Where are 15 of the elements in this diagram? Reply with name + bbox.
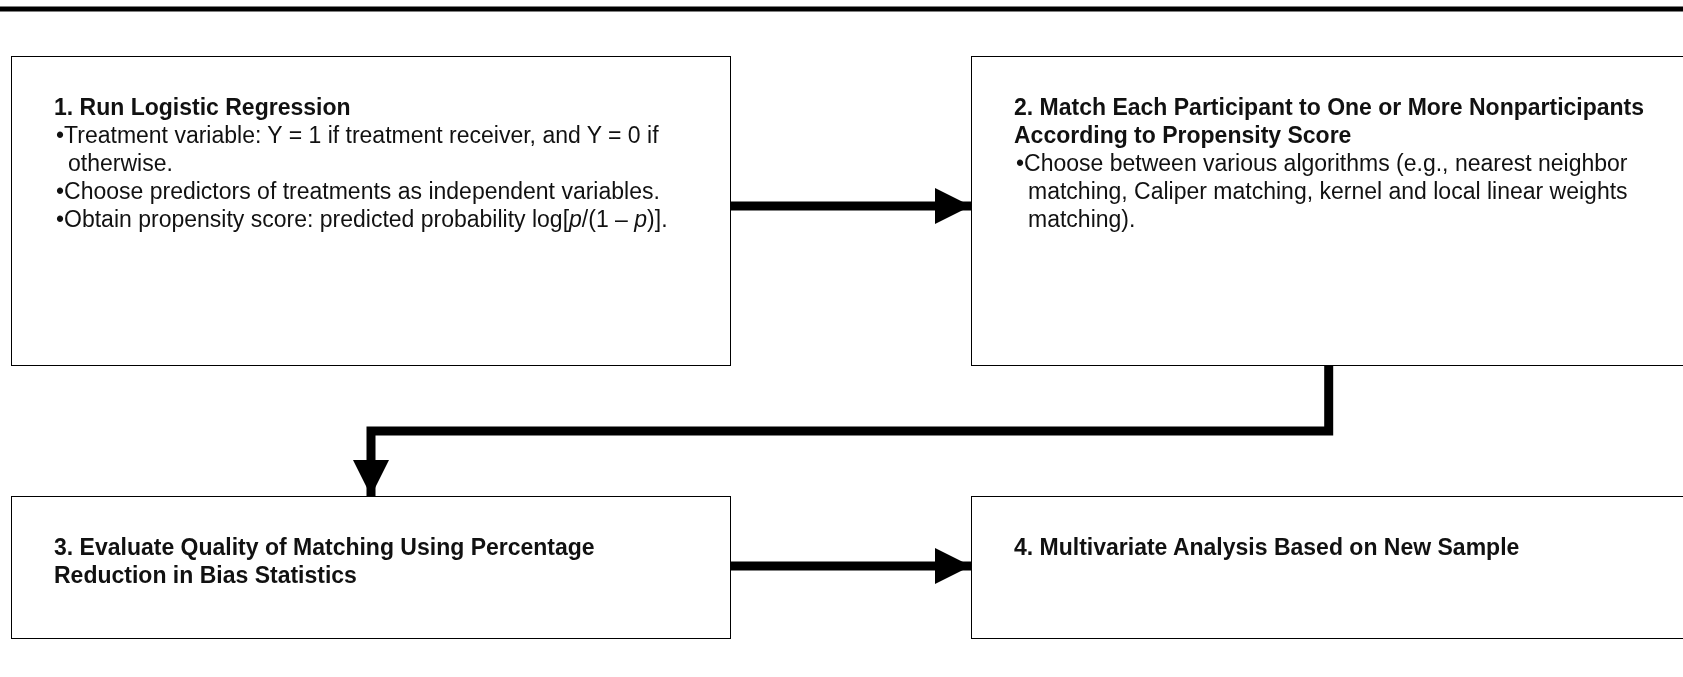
bullet-text: •Obtain propensity score: predicted probability log[p/(1 – p)]. [55,205,669,233]
arrow [353,366,1334,496]
step-heading: 1. Run Logistic Regression [54,93,352,121]
process-box [11,496,731,639]
bullet-text: •Choose between various algorithms (e.g., nearest neighbor matching, Caliper matching, kernel and local linear weights matching). [1015,149,1629,233]
process-box [971,496,1683,639]
process-box [971,56,1683,366]
step-heading: 4. Multivariate Analysis Based on New Sample [1014,533,1521,561]
bullet-text: •Choose predictors of treatments as independent variables. [55,177,661,205]
bullet-text: •Treatment variable: Y = 1 if treatment receiver, and Y = 0 if otherwise. [55,121,660,177]
process-box [11,56,731,366]
arrow [731,548,971,584]
step-heading: 3. Evaluate Quality of Matching Using Percentage Reduction in Bias Statistics [54,533,596,589]
arrow [731,188,971,224]
step-heading: 2. Match Each Participant to One or More Nonparticipants According to Propensity Score [1014,93,1646,149]
